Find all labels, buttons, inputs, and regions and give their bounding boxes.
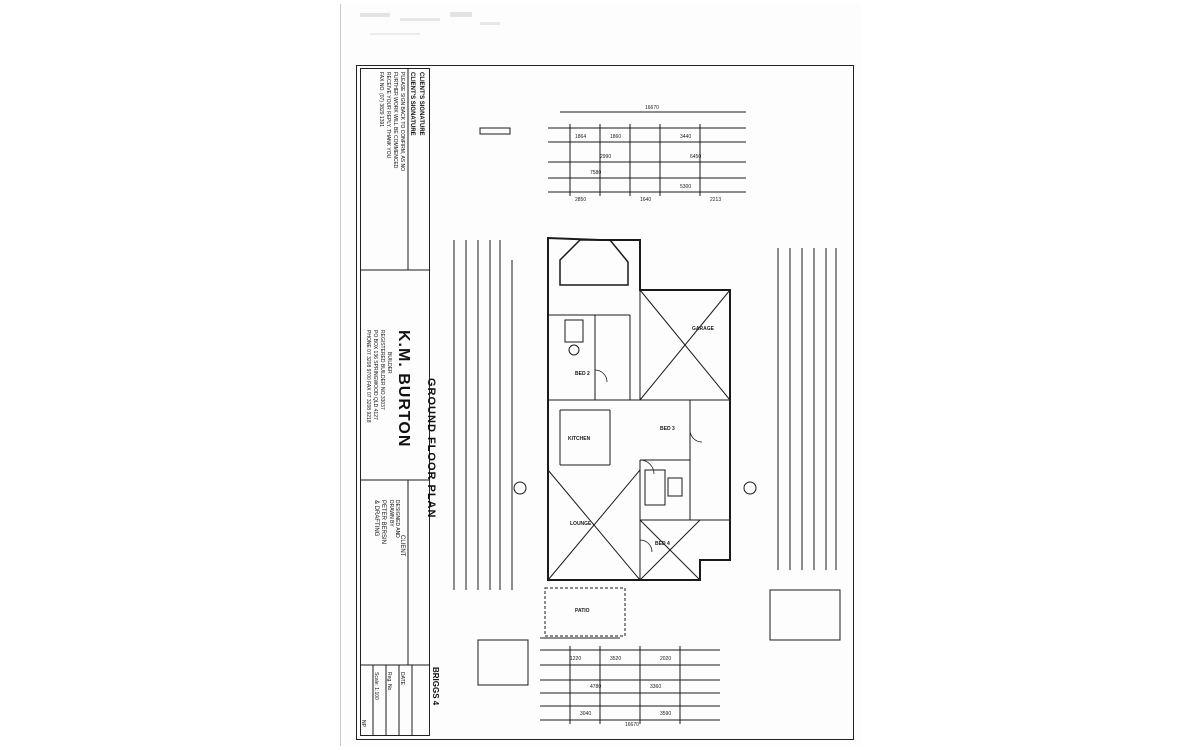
svg-text:1640: 1640: [640, 197, 651, 203]
svg-text:2020: 2020: [660, 656, 671, 662]
svg-text:1860: 1860: [610, 134, 621, 140]
overall-bottom-dimension: 16670: [625, 722, 639, 728]
svg-text:5300: 5300: [680, 184, 691, 190]
svg-text:3040: 3040: [580, 711, 591, 717]
svg-text:1220: 1220: [570, 656, 581, 662]
svg-text:6450: 6450: [690, 154, 701, 160]
scan-noise: [360, 12, 500, 35]
svg-text:7580: 7580: [590, 170, 601, 176]
room-garage: GARAGE: [692, 326, 715, 332]
room-kitchen: KITCHEN: [568, 436, 591, 442]
svg-text:4780: 4780: [590, 684, 601, 690]
overall-top-dimension: 16670: [645, 105, 659, 111]
svg-text:3590: 3590: [660, 711, 671, 717]
svg-text:3520: 3520: [610, 656, 621, 662]
svg-text:2850: 2850: [575, 197, 586, 203]
svg-text:3440: 3440: [680, 134, 691, 140]
svg-text:3360: 3360: [650, 684, 661, 690]
svg-text:2213: 2213: [710, 197, 721, 203]
room-bed2: BED 2: [575, 371, 590, 377]
room-patio: PATIO: [575, 608, 590, 614]
svg-text:2990: 2990: [600, 154, 611, 160]
svg-text:1864: 1864: [575, 134, 586, 140]
drawing-border: [356, 65, 854, 740]
room-bed4: BED 4: [655, 541, 670, 547]
title-block: [360, 68, 430, 736]
room-lounge: LOUNGE: [570, 521, 592, 527]
room-bed3: BED 3: [660, 426, 675, 432]
